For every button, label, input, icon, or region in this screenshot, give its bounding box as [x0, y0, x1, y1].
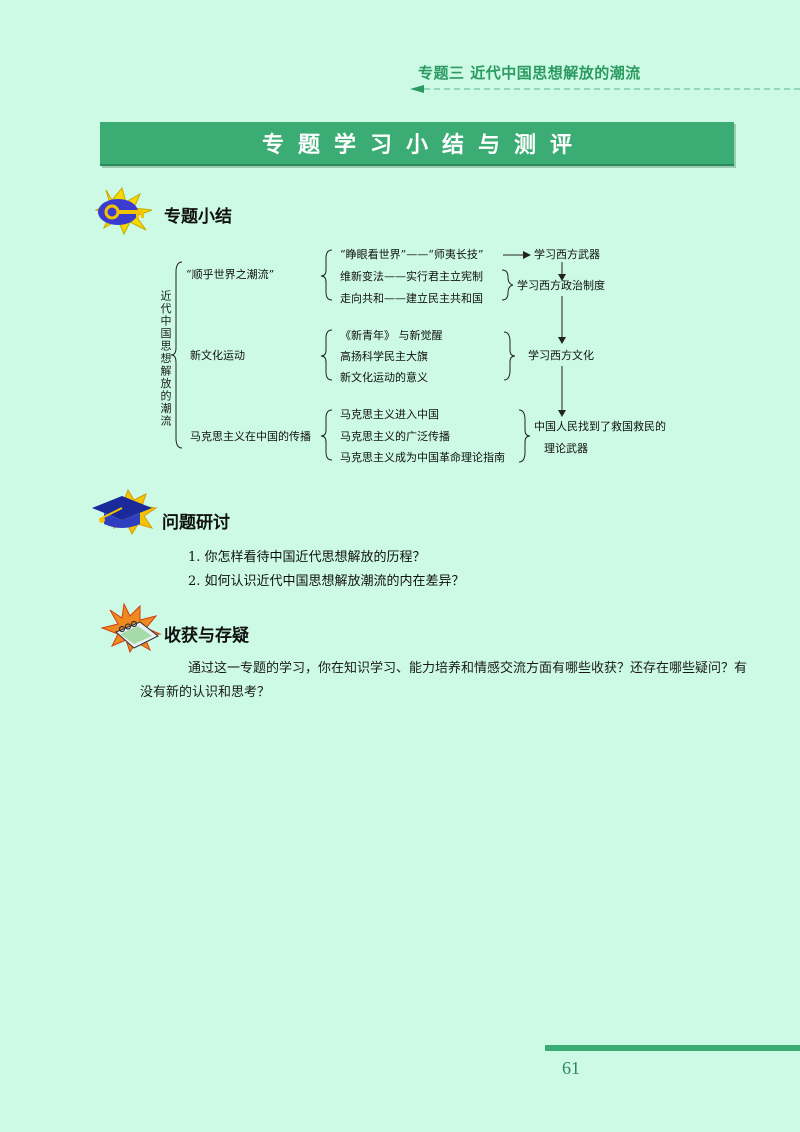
page-number: 61 [562, 1058, 580, 1078]
branch-item: 马克思主义进入中国 [340, 408, 439, 421]
concept-map-lines [170, 249, 566, 463]
chapter-header: 专题三 近代中国思想解放的潮流 [418, 64, 641, 82]
outcome-theory-line2: 理论武器 [544, 442, 588, 455]
discussion-question: 2. 如何认识近代中国思想解放潮流的内在差异？ [188, 574, 465, 589]
discussion-question: 1. 你怎样看待中国近代思想解放的历程？ [188, 550, 426, 565]
branch-item: 维新变法——实行君主立宪制 [340, 270, 483, 283]
discussion-title: 问题研讨 [162, 513, 230, 533]
section-banner: 专题学习小结与测评 [100, 122, 734, 166]
political-brace [501, 269, 514, 301]
harvest-paragraph: 通过这一专题的学习，你在知识学习、能力培养和情感交流方面有哪些收获？还存在哪些疑… [140, 661, 748, 700]
branch-item: 《新青年》 与新觉醒 [340, 329, 443, 342]
graduation-cap-icon [92, 488, 158, 536]
branch-item: 马克思主义的广泛传播 [340, 430, 450, 443]
arrow-v3-head [558, 410, 566, 417]
key-icon [94, 186, 153, 236]
branch-item: 马克思主义成为中国革命理论指南 [340, 451, 505, 464]
weapon-arrow-head [523, 251, 531, 259]
outcome-weapons: 学习西方武器 [534, 248, 600, 261]
branch2-brace [320, 329, 333, 381]
outcome-culture: 学习西方文化 [528, 349, 594, 362]
notebook-icon [100, 602, 162, 654]
marxism-brace [518, 409, 531, 463]
branch-item: “睁眼看世界”——“师夷长技” [340, 248, 484, 261]
branch1-brace [320, 249, 333, 301]
header-rule-arrow [410, 85, 424, 93]
culture-brace [503, 331, 516, 381]
arrow-v2-head [558, 337, 566, 344]
branch-item: 高扬科学民主大旗 [340, 350, 428, 363]
branch-item: 新文化运动的意义 [340, 371, 428, 384]
root-brace [170, 261, 183, 449]
branch3-brace [320, 409, 333, 461]
concept-root: 近代中国思想解放的潮流 [159, 290, 172, 428]
outcome-theory-line1: 中国人民找到了救国救民的 [534, 420, 666, 433]
branch-label: 新文化运动 [190, 349, 245, 362]
branch-label: “顺乎世界之潮流” [186, 268, 275, 281]
arrow-v1-head [558, 274, 566, 281]
outcome-politics: 学习西方政治制度 [517, 279, 605, 292]
branch-item: 走向共和——建立民主共和国 [340, 292, 483, 305]
banner-title: 专题学习小结与测评 [261, 133, 586, 158]
footer-bar [545, 1045, 800, 1051]
branch-label: 马克思主义在中国的传播 [190, 430, 311, 443]
header-rule [410, 85, 800, 93]
summary-title: 专题小结 [164, 207, 232, 227]
harvest-title: 收获与存疑 [164, 626, 249, 646]
